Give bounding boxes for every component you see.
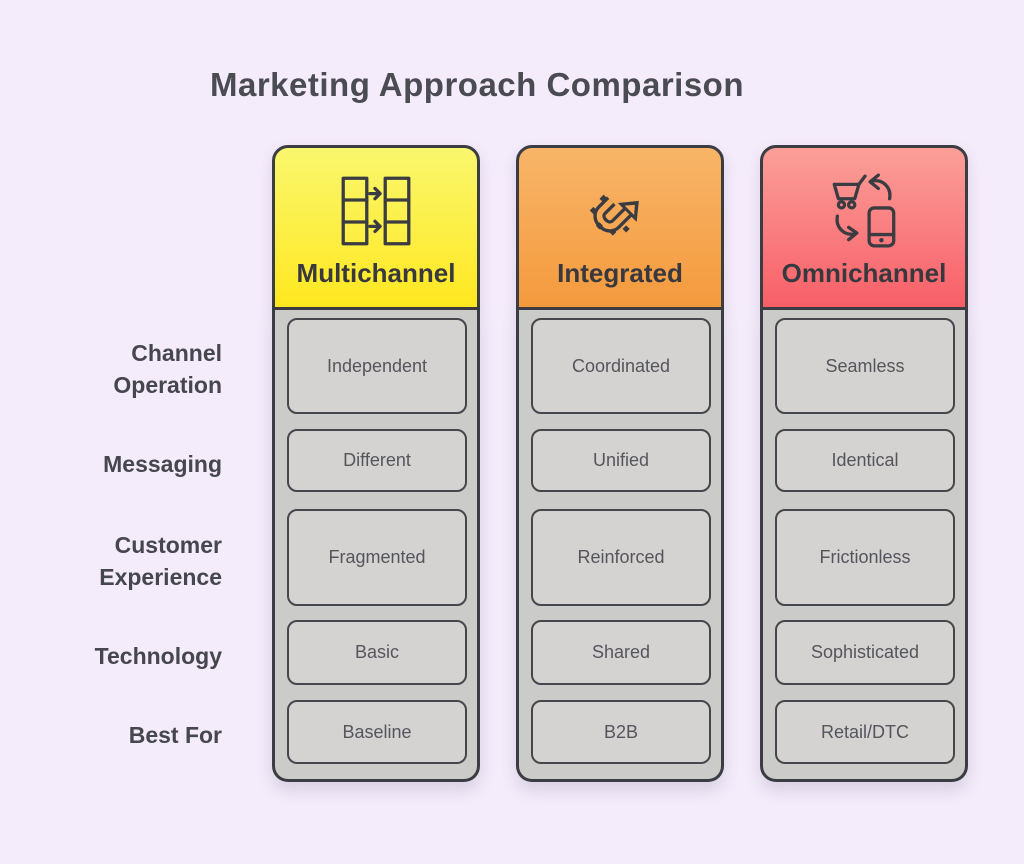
row-label-best-for: Best For xyxy=(128,722,222,748)
cell-multichannel-customer-experience: Fragmented xyxy=(287,509,467,606)
cell-multichannel-technology: Basic xyxy=(287,620,467,685)
omnichannel-body: Seamless Identical Frictionless Sophisti… xyxy=(760,310,968,782)
cell-omnichannel-channel-operation: Seamless xyxy=(775,318,955,414)
column-omnichannel: Omnichannel Seamless Identical Frictionl… xyxy=(760,145,968,782)
cell-multichannel-messaging: Different xyxy=(287,429,467,492)
row-label-technology: Technology xyxy=(94,642,222,669)
cell-integrated-channel-operation: Coordinated xyxy=(531,318,711,414)
integrated-title: Integrated xyxy=(557,258,683,288)
column-multichannel: Multichannel Independent Different Fragm… xyxy=(272,145,480,782)
omnichannel-title: Omnichannel xyxy=(781,258,947,288)
cell-omnichannel-best-for: Retail/DTC xyxy=(775,700,955,764)
cell-omnichannel-messaging: Identical xyxy=(775,429,955,492)
multichannel-title: Multichannel xyxy=(296,258,456,288)
column-integrated: Integrated Coordinated Unified Reinforce… xyxy=(516,145,724,782)
cell-integrated-best-for: B2B xyxy=(531,700,711,764)
integrated-body: Coordinated Unified Reinforced Shared B2… xyxy=(516,310,724,782)
page-title: Marketing Approach Comparison xyxy=(209,66,744,103)
uturn-arrow-sparkles-icon xyxy=(578,168,662,254)
cell-integrated-technology: Shared xyxy=(531,620,711,685)
cell-omnichannel-technology: Sophisticated xyxy=(775,620,955,685)
cell-omnichannel-customer-experience: Frictionless xyxy=(775,509,955,606)
channels-flow-icon xyxy=(334,168,418,254)
integrated-header: Integrated xyxy=(516,145,724,310)
omnichannel-header: Omnichannel xyxy=(760,145,968,310)
row-label-channel-operation: Channel Operation xyxy=(113,340,222,398)
multichannel-header: Multichannel xyxy=(272,145,480,310)
cell-multichannel-channel-operation: Independent xyxy=(287,318,467,414)
cell-integrated-messaging: Unified xyxy=(531,429,711,492)
cart-phone-sync-icon xyxy=(822,168,906,254)
cell-multichannel-best-for: Baseline xyxy=(287,700,467,764)
cell-integrated-customer-experience: Reinforced xyxy=(531,509,711,606)
row-label-messaging: Messaging xyxy=(103,450,222,477)
row-label-customer-experience: Customer Experience xyxy=(99,531,222,590)
multichannel-body: Independent Different Fragmented Basic B… xyxy=(272,310,480,782)
